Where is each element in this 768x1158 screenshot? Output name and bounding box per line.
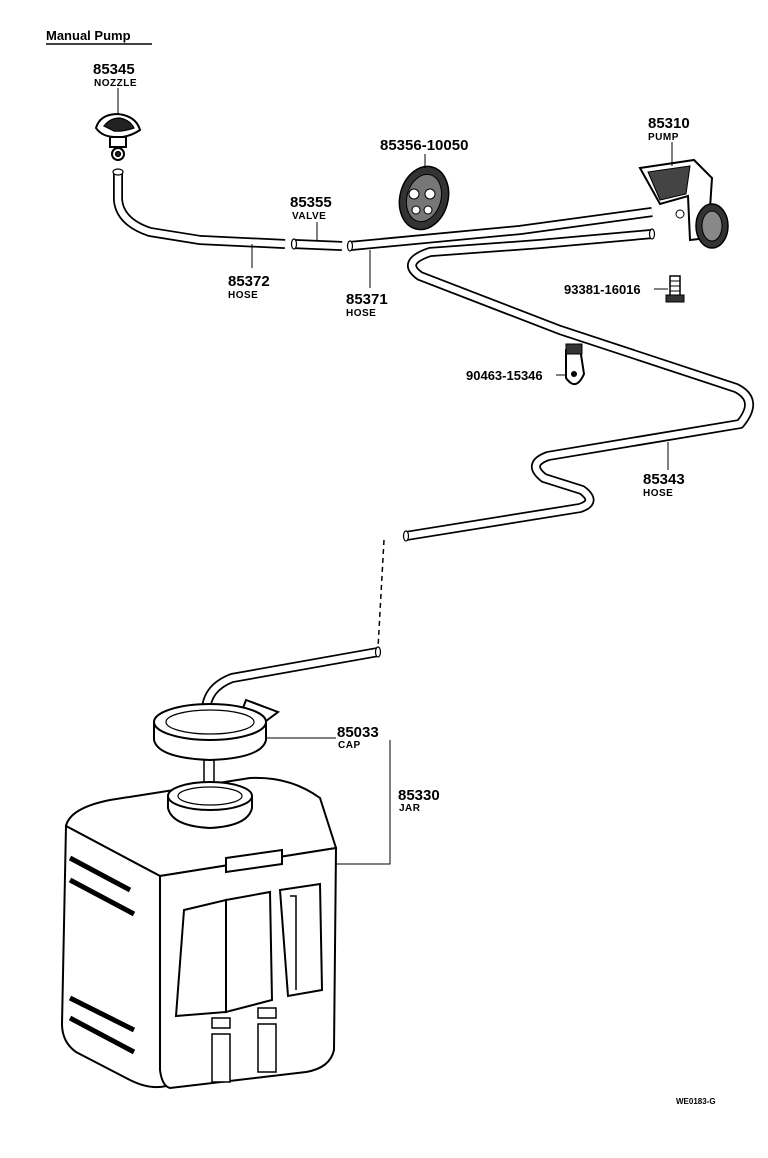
hose-85343-part[interactable]	[402, 228, 754, 542]
valve-name: VALVE	[292, 211, 326, 222]
pump-name: PUMP	[648, 132, 679, 143]
jar-part[interactable]	[60, 776, 338, 1090]
nozzle-part[interactable]	[94, 112, 142, 161]
valve-part[interactable]	[290, 238, 343, 251]
valve-number: 85355	[290, 194, 332, 211]
nozzle-name: NOZZLE	[94, 78, 137, 89]
hose-85372-number: 85372	[228, 273, 270, 290]
grommet-number: 85356-10050	[380, 137, 468, 154]
hose-85372-part[interactable]	[112, 168, 286, 249]
hose-85371-name: HOSE	[346, 308, 376, 319]
hose-85343-name: HOSE	[643, 488, 673, 499]
cap-number: 85033	[337, 724, 379, 741]
nozzle-number: 85345	[93, 61, 135, 78]
jar-leader	[336, 740, 391, 865]
pump-number: 85310	[648, 115, 690, 132]
jar-name: JAR	[399, 803, 421, 814]
screw-part[interactable]	[665, 275, 685, 303]
pump-part[interactable]	[638, 158, 729, 249]
hose-85343-number: 85343	[643, 471, 685, 488]
clamp-number: 90463-15346	[466, 368, 543, 383]
hose-85371-number: 85371	[346, 291, 388, 308]
jar-number: 85330	[398, 787, 440, 804]
hose-85372-name: HOSE	[228, 290, 258, 301]
hose-85371-part[interactable]	[346, 207, 653, 252]
cap-name: CAP	[338, 740, 361, 751]
clamp-part[interactable]	[565, 343, 586, 385]
grommet-part[interactable]	[393, 161, 456, 235]
screw-number: 93381-16016	[564, 282, 641, 297]
figure-code: WE0183-G	[676, 1097, 716, 1106]
hose-connection-dashed	[377, 539, 385, 649]
diagram-title: Manual Pump	[46, 28, 131, 43]
